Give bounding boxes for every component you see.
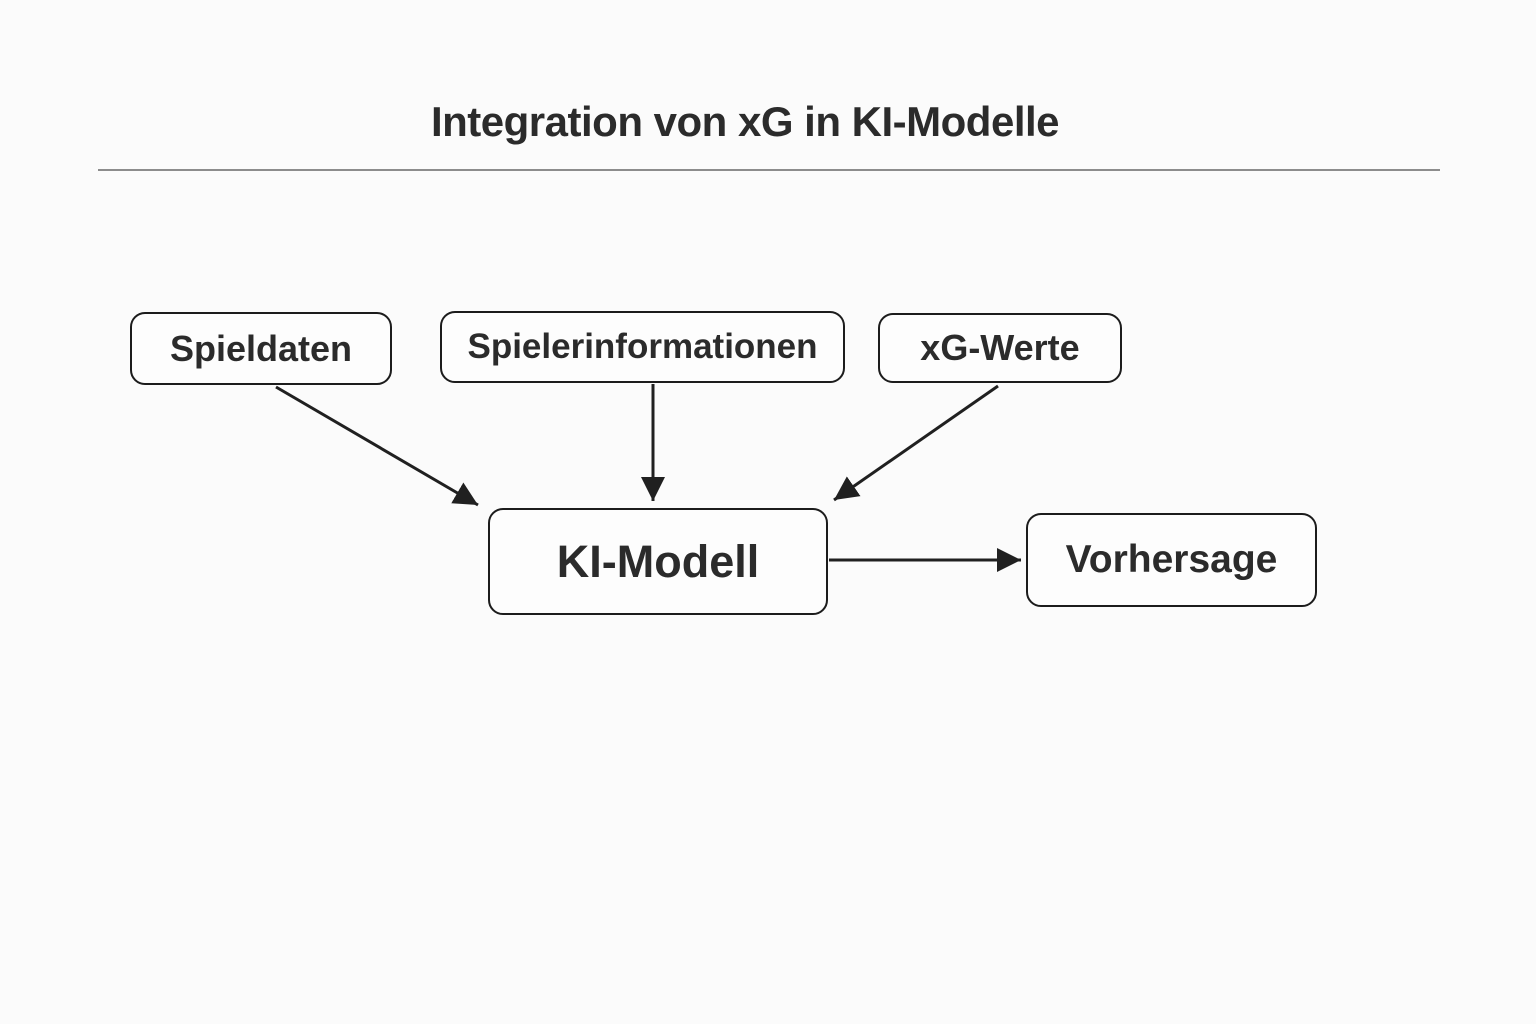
node-spieldaten: Spieldaten <box>130 312 392 385</box>
node-xg-werte-label: xG-Werte <box>920 327 1080 368</box>
node-ki-modell: KI-Modell <box>488 508 828 615</box>
node-xg-werte: xG-Werte <box>878 313 1122 383</box>
edge-spieldaten-to-ki-modell <box>275 385 479 507</box>
page-title: Integration von xG in KI-Modelle <box>430 98 1060 145</box>
title-divider-line <box>98 169 1440 171</box>
node-spielerinformationen-label: Spielerinformationen <box>467 327 818 366</box>
node-vorhersage-label: Vorhersage <box>1065 538 1278 581</box>
edge-xg-werte-to-ki-modell <box>833 384 999 502</box>
node-vorhersage: Vorhersage <box>1026 513 1317 607</box>
node-spieldaten-label: Spieldaten <box>169 327 353 369</box>
node-spielerinformationen: Spielerinformationen <box>440 311 845 383</box>
node-ki-modell-label: KI-Modell <box>556 535 760 587</box>
